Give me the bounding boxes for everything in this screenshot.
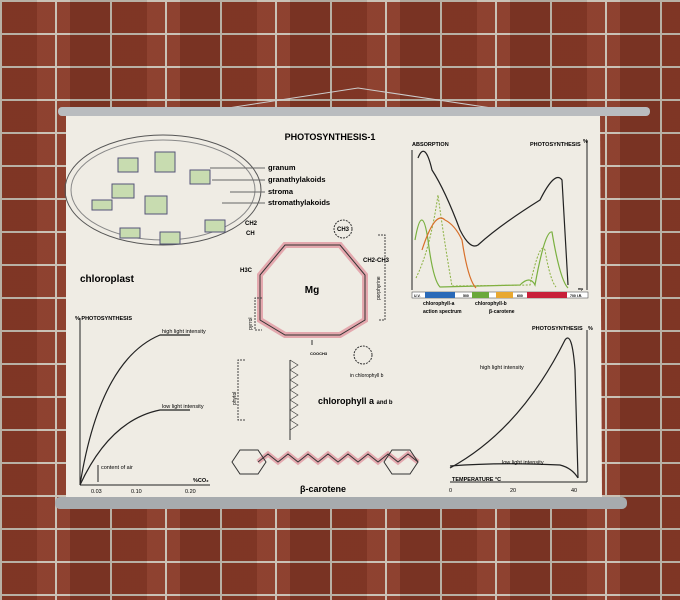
temperature-chart xyxy=(449,330,588,483)
chlorophyll-title: chlorophyll a and b xyxy=(318,396,393,406)
x-unit: mμ xyxy=(578,287,583,291)
poster-paper xyxy=(66,114,602,498)
label-granum: granum xyxy=(268,163,296,172)
chloroplast-label: chloroplast xyxy=(80,274,135,285)
chlorophyll-b-note: in chlorophyll b xyxy=(350,373,384,379)
bottom-rod xyxy=(55,497,627,509)
spectrum-600: 600 xyxy=(517,294,523,298)
co2-ylabel: % PHOTOSYNTHESIS xyxy=(75,316,132,322)
absorption-chart xyxy=(411,140,589,299)
tick-010: 0.10 xyxy=(131,489,142,495)
content-of-air: content of air xyxy=(101,465,133,471)
label-granathylakoids: granathylakoids xyxy=(268,175,326,184)
chlorophyll-molecule xyxy=(237,219,386,440)
temp-low-light: low light intensity xyxy=(502,460,544,466)
carotene-title: β-carotene xyxy=(300,484,346,494)
legend-chlorophyll-b: chlorophyll-b xyxy=(475,301,507,307)
label-stroma: stroma xyxy=(268,187,294,196)
legend-action-spectrum: action spectrum xyxy=(423,309,462,315)
spectrum-700: 700 I.R. xyxy=(570,294,582,298)
legend-carotene: β-carotene xyxy=(489,309,515,315)
co2-low-light: low light intensity xyxy=(162,404,204,410)
co2-chart xyxy=(79,318,210,486)
carotene-molecule xyxy=(231,449,420,475)
tick-020: 0.20 xyxy=(185,489,196,495)
temp-ylabel: PHOTOSYNTHESIS xyxy=(532,326,583,332)
spectrum-uv: U.V. xyxy=(414,294,421,298)
temp-high-light: high light intensity xyxy=(480,365,524,371)
label-stromathylakoids: stromathylakoids xyxy=(268,198,330,207)
hanging-string xyxy=(214,87,506,111)
co2-high-light: high light intensity xyxy=(162,329,206,335)
top-rod xyxy=(58,107,650,116)
unit: % xyxy=(583,139,588,145)
temp-xlabel: TEMPERATURE °C xyxy=(452,477,501,483)
pyrrol-label: pyrrol xyxy=(248,317,254,330)
legend-chlorophyll-a: chlorophyll-a xyxy=(423,301,455,307)
co2-xlabel: %CO₂ xyxy=(193,478,209,484)
mg-atom: Mg xyxy=(305,285,319,296)
phytol-label: phytol xyxy=(232,392,238,405)
carotene-line xyxy=(421,217,477,289)
atom-ch2: CH2 xyxy=(245,221,258,227)
atom-cooch3: COOCH3 xyxy=(310,351,328,356)
chloroplast-diagram xyxy=(64,134,265,246)
spectrum-500: 500 xyxy=(463,294,469,298)
chlorophyll-b-line xyxy=(415,194,557,288)
tick-003: 0.03 xyxy=(91,489,102,495)
tick-40: 40 xyxy=(571,488,577,494)
action-spectrum-line xyxy=(417,150,569,286)
poster-title: PHOTOSYNTHESIS-1 xyxy=(285,132,376,142)
atom-ch: CH xyxy=(246,231,255,237)
absorption-label: ABSORPTION xyxy=(412,142,449,148)
atom-ethyl: CH2-CH3 xyxy=(363,258,390,264)
photosynthesis-label: PHOTOSYNTHESIS xyxy=(530,142,581,148)
temp-unit: % xyxy=(588,326,593,332)
atom-h3c: H3C xyxy=(240,268,253,274)
porphyrine-label: porphyrine xyxy=(376,276,382,300)
tick-20: 20 xyxy=(510,488,516,494)
tick-0: 0 xyxy=(449,488,452,494)
atom-ch3: CH3 xyxy=(337,227,350,233)
